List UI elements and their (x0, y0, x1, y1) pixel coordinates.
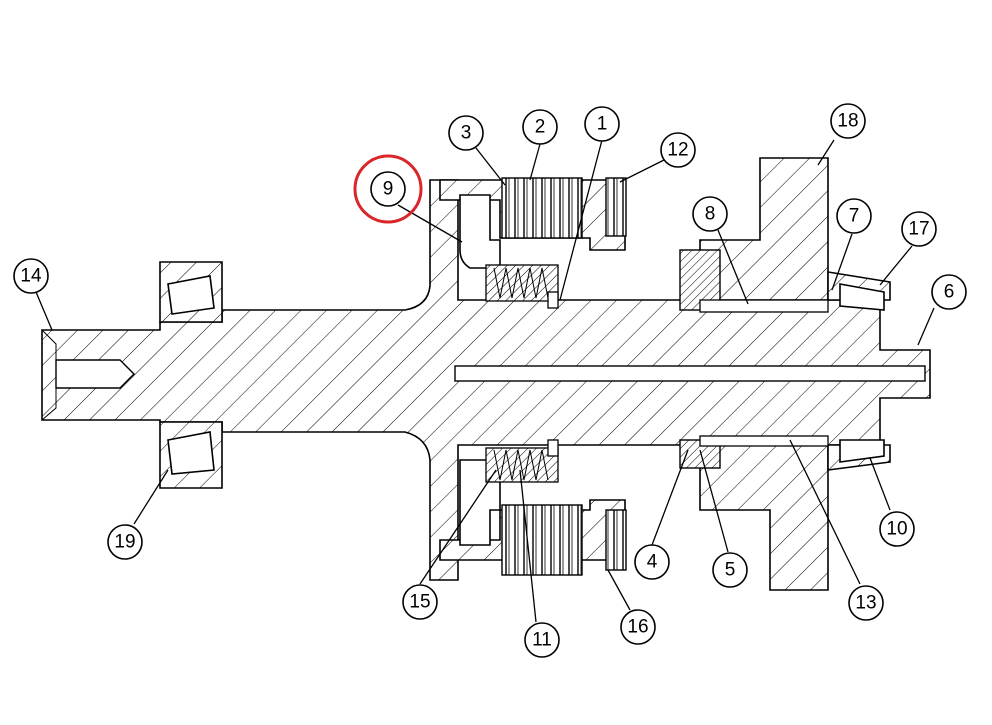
callout-3-label: 3 (461, 123, 472, 144)
callout-6-label: 6 (944, 282, 955, 303)
leader-lines (35, 139, 935, 623)
clutch-pack-2 (439, 177, 627, 576)
callout-11-label: 11 (532, 630, 552, 651)
callout-10-label: 10 (886, 519, 907, 540)
callout-16: 16 (620, 609, 656, 645)
callout-15-label: 15 (409, 592, 430, 613)
callout-15: 15 (402, 584, 438, 620)
callout-16-label: 16 (627, 617, 648, 638)
callout-1: 1 (584, 106, 620, 142)
callout-7: 7 (836, 198, 872, 234)
callout-1-label: 1 (597, 114, 608, 135)
highlight-ring (353, 154, 423, 224)
callout-10: 10 (879, 511, 915, 547)
bearing-10-17 (827, 271, 891, 471)
callout-13-label: 13 (855, 593, 876, 614)
main-shaft (41, 179, 931, 581)
bearing-19 (159, 261, 223, 489)
callout-5-label: 5 (725, 560, 736, 581)
callout-7-label: 7 (849, 206, 860, 227)
callout-17-label: 17 (908, 219, 929, 240)
callout-14-label: 14 (20, 266, 42, 287)
callout-5: 5 (712, 552, 748, 588)
callout-19: 19 (107, 524, 143, 560)
callout-14: 14 (13, 258, 49, 294)
return-springs (485, 264, 559, 483)
callout-19-label: 19 (114, 532, 135, 553)
callout-4: 4 (634, 544, 670, 580)
callout-2-label: 2 (535, 117, 546, 138)
callout-18: 18 (830, 103, 866, 139)
callout-6: 6 (931, 274, 967, 310)
callout-11: 11 (524, 622, 560, 658)
callout-12-label: 12 (667, 140, 688, 161)
callout-9: 9 (370, 171, 406, 207)
callout-17: 17 (901, 211, 937, 247)
callout-8-label: 8 (705, 204, 716, 225)
callout-8: 8 (692, 196, 728, 232)
callout-4-label: 4 (647, 552, 658, 573)
callout-9-label: 9 (383, 179, 394, 200)
callout-18-label: 18 (837, 111, 858, 132)
callout-12: 12 (660, 132, 696, 168)
callout-2: 2 (522, 109, 558, 145)
sleeve-8-13 (699, 299, 829, 447)
callout-13: 13 (848, 585, 884, 621)
callout-3: 3 (448, 115, 484, 151)
